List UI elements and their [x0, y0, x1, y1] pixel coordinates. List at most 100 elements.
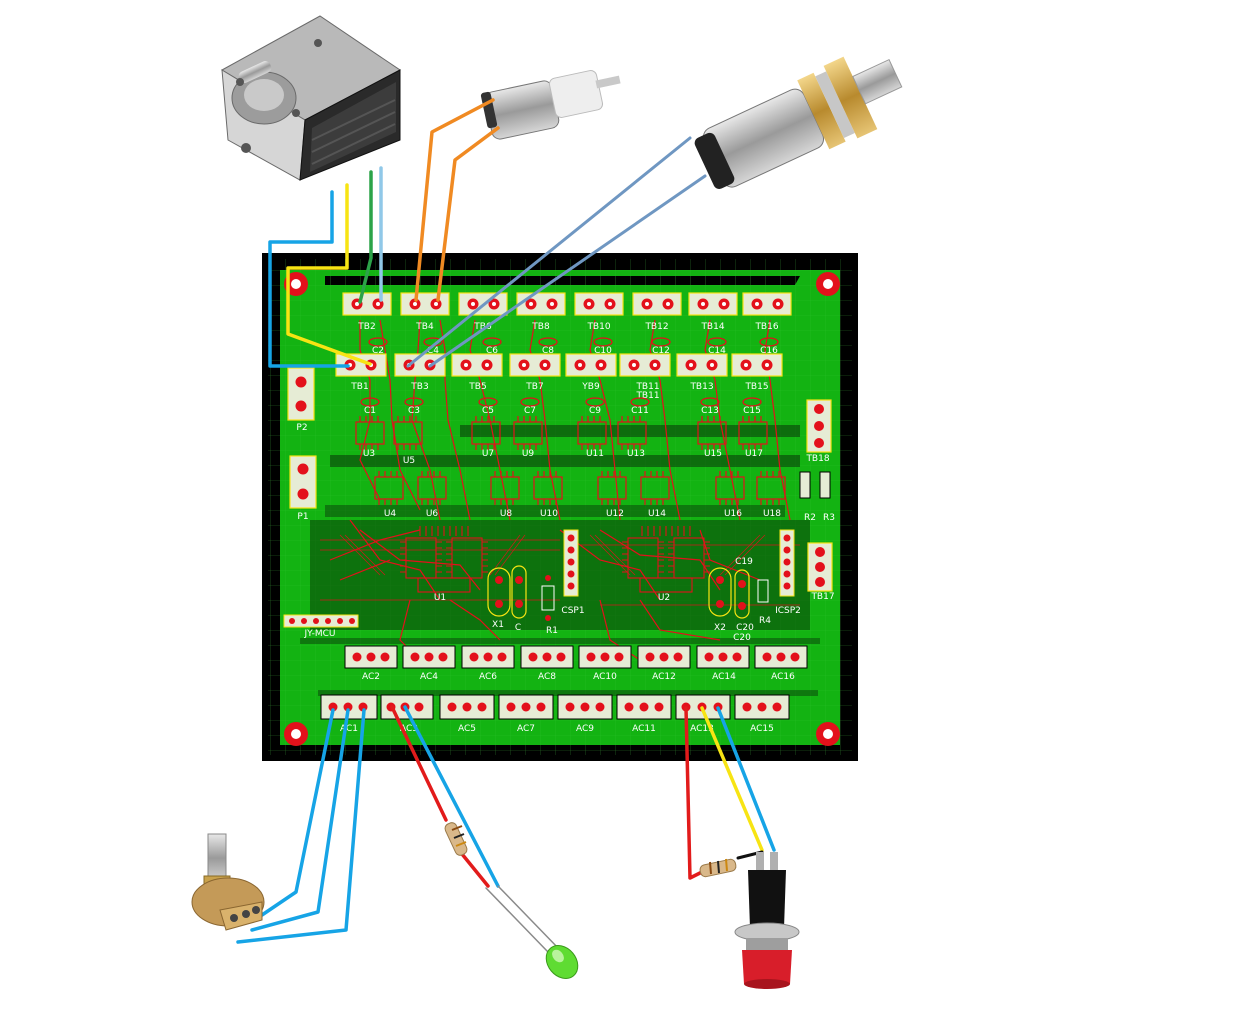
- label-u10: U10: [540, 509, 558, 519]
- label-tb1: TB1: [350, 382, 368, 392]
- label-c15: C15: [743, 406, 761, 416]
- label-c10: C10: [594, 346, 612, 356]
- wire-led-blue: [403, 705, 500, 888]
- label-ac9: AC9: [576, 724, 594, 734]
- wire-pot-3: [236, 708, 366, 944]
- resistor-r4: R4: [757, 579, 771, 626]
- label-u16: U16: [724, 509, 742, 519]
- wire-led-red: [390, 705, 448, 822]
- capacitors-mid: C1 C3 C5 C7 C9 C11 C13 C15: [360, 397, 762, 416]
- label-ac15: AC15: [750, 724, 774, 734]
- label-ac2: AC2: [362, 672, 380, 682]
- wire-stepper-green: [358, 170, 373, 304]
- push-button: [734, 852, 800, 989]
- label-tb13: TB13: [689, 382, 713, 392]
- label-u7: U7: [482, 449, 494, 459]
- label-ac3: AC3: [400, 724, 418, 734]
- resistor-button: [699, 858, 737, 878]
- label-u17: U17: [745, 449, 763, 459]
- label-tb5: TB5: [468, 382, 486, 392]
- wire-gearmotor-2: [428, 174, 707, 368]
- label-c1: C1: [364, 406, 376, 416]
- label-x1: X1: [492, 620, 504, 630]
- label-u5: U5: [403, 456, 415, 466]
- wire-gearmotor-1: [406, 136, 692, 368]
- wire-button-blue: [716, 706, 776, 852]
- header-tb14: TB14: [688, 292, 738, 332]
- label-c5: C5: [482, 406, 494, 416]
- label-ac4: AC4: [420, 672, 438, 682]
- wire-motor-orange-1: [414, 98, 495, 302]
- small-dc-motor: [480, 70, 621, 140]
- label-c14: C14: [708, 346, 726, 356]
- resistors-r2-r3: R2 R3: [799, 471, 835, 523]
- label-ac1: AC1: [340, 724, 358, 734]
- label-tb14: TB14: [700, 322, 724, 332]
- label-ac12: AC12: [652, 672, 676, 682]
- label-tb3: TB3: [410, 382, 428, 392]
- header-yb9: YB9: [565, 353, 617, 392]
- stepper-motor: [220, 15, 401, 181]
- label-ac6: AC6: [479, 672, 497, 682]
- label-tb16: TB16: [754, 322, 778, 332]
- label-icsp2: ICSP2: [775, 606, 801, 616]
- connector-p2: P2: [287, 367, 315, 433]
- resistor-r1: R1: [541, 575, 558, 636]
- label-c20: C20: [736, 623, 754, 633]
- label-u9: U9: [522, 449, 535, 459]
- label-u13: U13: [627, 449, 645, 459]
- wire-pot-2: [250, 708, 350, 932]
- wire-pot-1: [260, 708, 335, 917]
- label-u18: U18: [763, 509, 781, 519]
- label-c4: C4: [427, 346, 439, 356]
- label-c3: C3: [408, 406, 420, 416]
- mcu-u1: U1: [400, 526, 488, 603]
- label-tb12: TB12: [644, 322, 668, 332]
- mcu-u2: U2: [622, 526, 710, 603]
- label-c19: C19: [735, 557, 753, 567]
- label-tb15: TB15: [744, 382, 768, 392]
- mounting-holes: [284, 272, 840, 746]
- wire-stepper-yellow: [286, 183, 372, 366]
- label-tb7: TB7: [525, 382, 543, 392]
- label-u4: U4: [384, 509, 397, 519]
- label-ac16: AC16: [771, 672, 795, 682]
- drivers-upper: U3 U5 U7 U9 U11 U13 U15 U17: [355, 416, 768, 466]
- label-ac7: AC7: [517, 724, 535, 734]
- wires: [236, 98, 776, 953]
- label-u14: U14: [648, 509, 666, 519]
- label-tb17: TB17: [810, 592, 834, 602]
- wire-button-red: [684, 706, 704, 880]
- crystal-x2: X2 C19 C20 C20: [708, 557, 754, 643]
- label-u11: U11: [586, 449, 604, 459]
- label-c8: C8: [542, 346, 554, 356]
- wire-motor-orange-2: [436, 126, 500, 302]
- label-r2: R2: [804, 513, 816, 523]
- label-u2: U2: [658, 593, 670, 603]
- label-tb18: TB18: [805, 454, 829, 464]
- label-ac11: AC11: [632, 724, 656, 734]
- pcb-board: TB2 TB4 TB6 TB8 TB10 TB12 TB14 TB16 C2 C…: [262, 253, 858, 761]
- header-tb7: TB7: [509, 353, 561, 392]
- ac-header-row-bottom: AC1 AC3 AC5 AC7 AC9 AC11 AC13 AC15: [320, 694, 790, 734]
- label-u3: U3: [363, 449, 375, 459]
- potentiometer: [191, 833, 265, 931]
- label-r1: R1: [546, 626, 558, 636]
- label-tb11-extra: TB11: [635, 391, 659, 401]
- label-ac14: AC14: [712, 672, 736, 682]
- label-c6: C6: [486, 346, 498, 356]
- label-u6: U6: [426, 509, 439, 519]
- header-tb13: TB13: [676, 353, 728, 392]
- label-c20-b: C20: [733, 633, 751, 643]
- label-c12: C12: [652, 346, 670, 356]
- label-p2: P2: [296, 423, 307, 433]
- label-tb6: TB6: [473, 322, 492, 332]
- header-tb16: TB16: [742, 292, 792, 332]
- label-tb8: TB8: [531, 322, 550, 332]
- capacitors-top: C2 C4 C6 C8 C10 C12 C14 C16: [368, 337, 779, 356]
- wire-stepper-blue: [268, 190, 350, 368]
- header-tb15: TB15: [731, 353, 783, 392]
- label-yb9: YB9: [581, 382, 600, 392]
